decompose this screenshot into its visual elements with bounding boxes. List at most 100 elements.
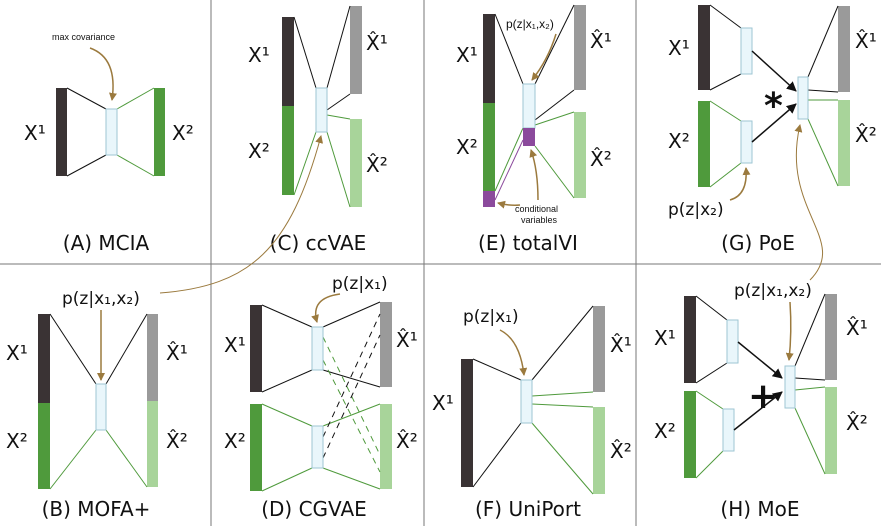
decoder-line — [531, 305, 594, 381]
panel-c: X¹ X² X̂¹ X̂² (C) ccVAE — [248, 5, 388, 255]
encoder-line — [472, 358, 522, 381]
encoder-line — [709, 73, 742, 91]
encoder-line — [49, 313, 97, 385]
encoder-line — [261, 369, 313, 393]
decoder-line — [326, 5, 351, 89]
output-bar-xhat2 — [574, 112, 586, 198]
panel-b: p(z|x₁,x₂) X¹ X² X̂¹ X̂² (B) MOFA+ — [6, 289, 188, 521]
output-bar-xhat1 — [574, 5, 586, 90]
input-bar-x2 — [250, 404, 262, 491]
label-xhat1: X̂¹ — [166, 341, 188, 365]
caption-poe: (G) PoE — [721, 231, 795, 255]
label-x2: X² — [248, 139, 270, 163]
output-bar-xhat2 — [838, 100, 850, 186]
output-bar-xhat2 — [147, 401, 158, 487]
input-bar-x1 — [483, 14, 495, 103]
input-bar-x2 — [282, 106, 294, 195]
caption-mcia: (A) MCIA — [63, 231, 150, 255]
label-x2: X² — [668, 129, 690, 153]
decoder-line — [794, 386, 826, 391]
label-x1: X¹ — [654, 326, 676, 350]
annotation-p-z-given-x1: p(z|x₁) — [332, 274, 388, 294]
expert-box-1 — [740, 27, 753, 75]
encoder-line — [472, 422, 522, 488]
arrow-annotation — [499, 329, 528, 376]
label-x1: X¹ — [456, 43, 478, 67]
label-x2: X² — [172, 121, 194, 145]
label-x2: X² — [456, 135, 478, 159]
arrow-conditional-input — [497, 200, 521, 209]
encoder-line — [709, 162, 742, 188]
label-xhat2: X̂² — [396, 429, 418, 453]
annotation-p-z-given-x1-x2: p(z|x₁,x₂) — [62, 289, 140, 309]
decoder-line — [322, 403, 381, 427]
label-x1: X¹ — [248, 43, 270, 67]
panel-a: max covariance X¹ X² (A) MCIA — [24, 32, 194, 255]
input-bar-x2 — [684, 391, 696, 478]
decoder-line — [326, 114, 351, 120]
panel-g: * p(z|x₂) X¹ X² X̂¹ X̂² (G) PoE — [668, 4, 877, 255]
label-x1: X¹ — [6, 341, 28, 365]
label-xhat2: X̂² — [610, 439, 632, 463]
arrow-annotation — [531, 33, 557, 81]
panel-h: + p(z|x₁,x₂) X¹ X² X̂¹ X̂² (H) MoE — [654, 281, 868, 521]
latent-box-1 — [311, 326, 324, 371]
latent-box — [95, 383, 107, 431]
arrow-expert-2 — [733, 391, 783, 431]
label-xhat1: X̂¹ — [396, 328, 418, 352]
caption-mofa: (B) MOFA+ — [42, 497, 151, 521]
caption-totalvi: (E) totalVI — [478, 231, 578, 255]
conditional-line — [494, 139, 524, 201]
output-bar-xhat2 — [350, 119, 362, 207]
output-bar-xhat1 — [825, 294, 837, 380]
label-x1: X¹ — [432, 391, 454, 415]
arrow-expert-1 — [751, 50, 797, 92]
joint-latent-box — [784, 365, 796, 409]
label-xhat2: X̂² — [846, 411, 868, 435]
decoder-line — [322, 369, 381, 388]
encoder-line — [709, 4, 742, 29]
encoder-line — [293, 16, 317, 89]
latent-box-2 — [311, 425, 324, 469]
output-bar-xhat1 — [380, 302, 392, 387]
input-bar-x1 — [38, 314, 50, 403]
panel-d: p(z|x₁) X¹ X² X̂¹ X̂² (D) CGVAE — [224, 274, 418, 521]
decoder-line — [531, 422, 594, 495]
label-xhat2: X̂² — [366, 153, 388, 177]
output-bar-xhat1 — [593, 306, 605, 392]
label-x2: X² — [224, 429, 246, 453]
panel-e: p(z|x₁,x₂) conditional variables X¹ X² X… — [456, 4, 612, 255]
output-bar-xhat1 — [147, 314, 158, 401]
arrow-max-covariance — [89, 47, 117, 101]
label-xhat1: X̂¹ — [846, 316, 868, 340]
encoder-line — [66, 154, 107, 177]
decoder-line — [794, 293, 826, 367]
input-bar-x1 — [56, 88, 67, 176]
annotation-conditional: conditional — [515, 204, 558, 214]
encoder-line — [695, 362, 728, 384]
latent-box — [315, 87, 328, 133]
input-bar-x2 — [698, 101, 710, 187]
latent-box — [522, 83, 536, 129]
encoder-line — [116, 154, 155, 177]
panel-f: p(z|x₁) X¹ X̂¹ X̂² (F) UniPort — [432, 305, 632, 521]
arrow-expert-1 — [737, 341, 783, 379]
label-xhat1: X̂¹ — [855, 29, 877, 53]
output-bar-xhat1 — [838, 6, 850, 92]
encoder-line — [494, 13, 524, 85]
encoder-line — [293, 131, 317, 196]
input-bar-x1 — [698, 5, 710, 90]
connector-moe-to-poe — [794, 124, 823, 281]
decoder-line — [322, 301, 381, 328]
sum-operator: + — [748, 376, 778, 417]
caption-uniport: (F) UniPort — [475, 497, 581, 521]
cross-dashed-line — [322, 359, 381, 473]
label-x1: X¹ — [668, 36, 690, 60]
output-bar-xhat2 — [825, 387, 837, 474]
arrow-annotation — [311, 293, 341, 323]
decoder-line — [534, 4, 575, 85]
decoder-line — [534, 111, 575, 126]
decoder-line — [326, 131, 351, 208]
